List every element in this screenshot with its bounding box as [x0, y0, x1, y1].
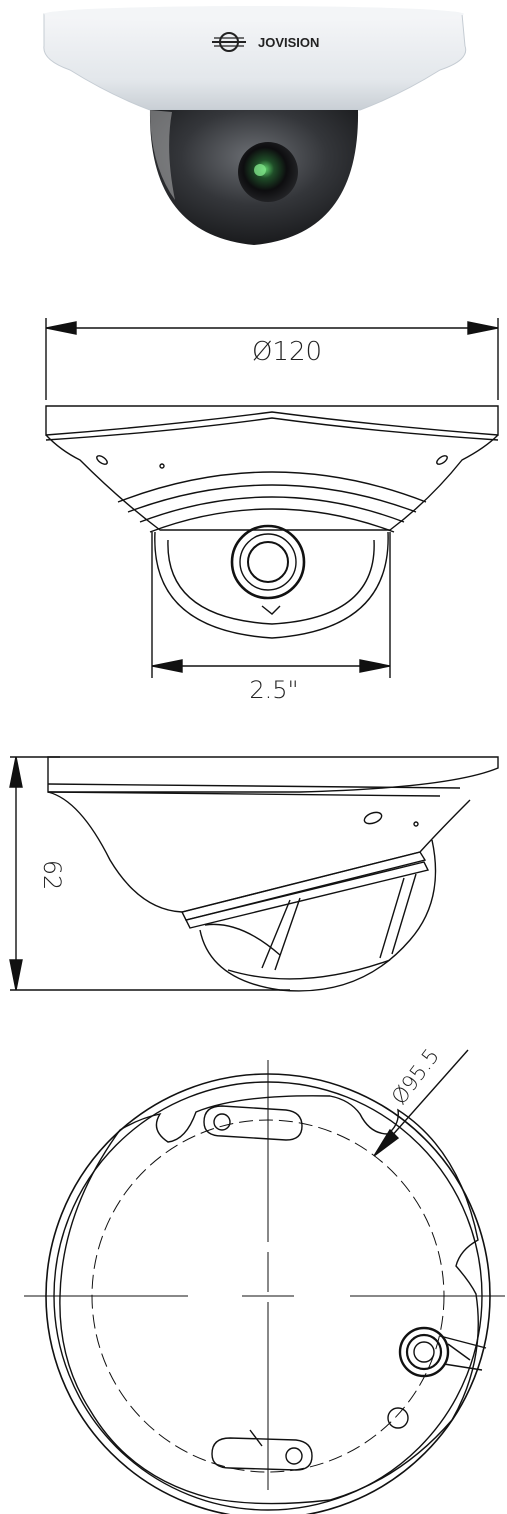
product-photo: JOVISION [0, 0, 507, 270]
height-label: 62 [38, 860, 66, 891]
dome-dimension [151, 532, 391, 678]
side-view-drawing: 62 [0, 740, 507, 1000]
logo-text: JOVISION [258, 35, 319, 50]
mounting-base-drawing: Ø95.5 [0, 1030, 507, 1514]
camera-lens [238, 142, 298, 202]
mount-diameter-label: Ø95.5 [387, 1044, 444, 1109]
front-view-drawing: Ø120 2.5" [0, 300, 507, 700]
mount-diameter-dimension [373, 1049, 469, 1157]
jovision-logo: JOVISION [212, 32, 319, 52]
center-lines [24, 1060, 505, 1490]
camera-housing [43, 8, 467, 111]
height-dimension [9, 756, 290, 991]
diameter-label: Ø120 [252, 337, 322, 367]
diameter-dimension [45, 318, 499, 400]
dome-label: 2.5" [249, 676, 298, 700]
